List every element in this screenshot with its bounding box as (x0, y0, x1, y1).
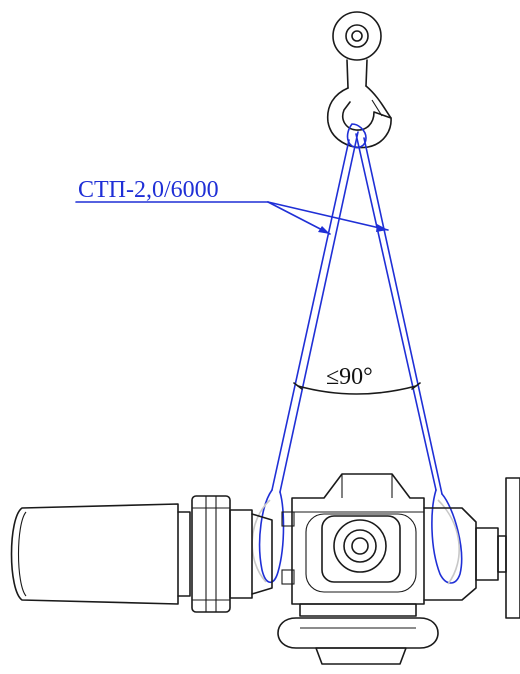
sling (258, 123, 463, 584)
crane-hook-icon (326, 11, 392, 149)
angle-dimension: ≤90° (293, 364, 421, 395)
sling-label: СТП-2,0/6000 (78, 177, 219, 203)
valve-actuator-icon (10, 473, 520, 665)
angle-label: ≤90° (326, 364, 373, 390)
sling-designation: СТП-2,0/6000 (75, 177, 389, 235)
